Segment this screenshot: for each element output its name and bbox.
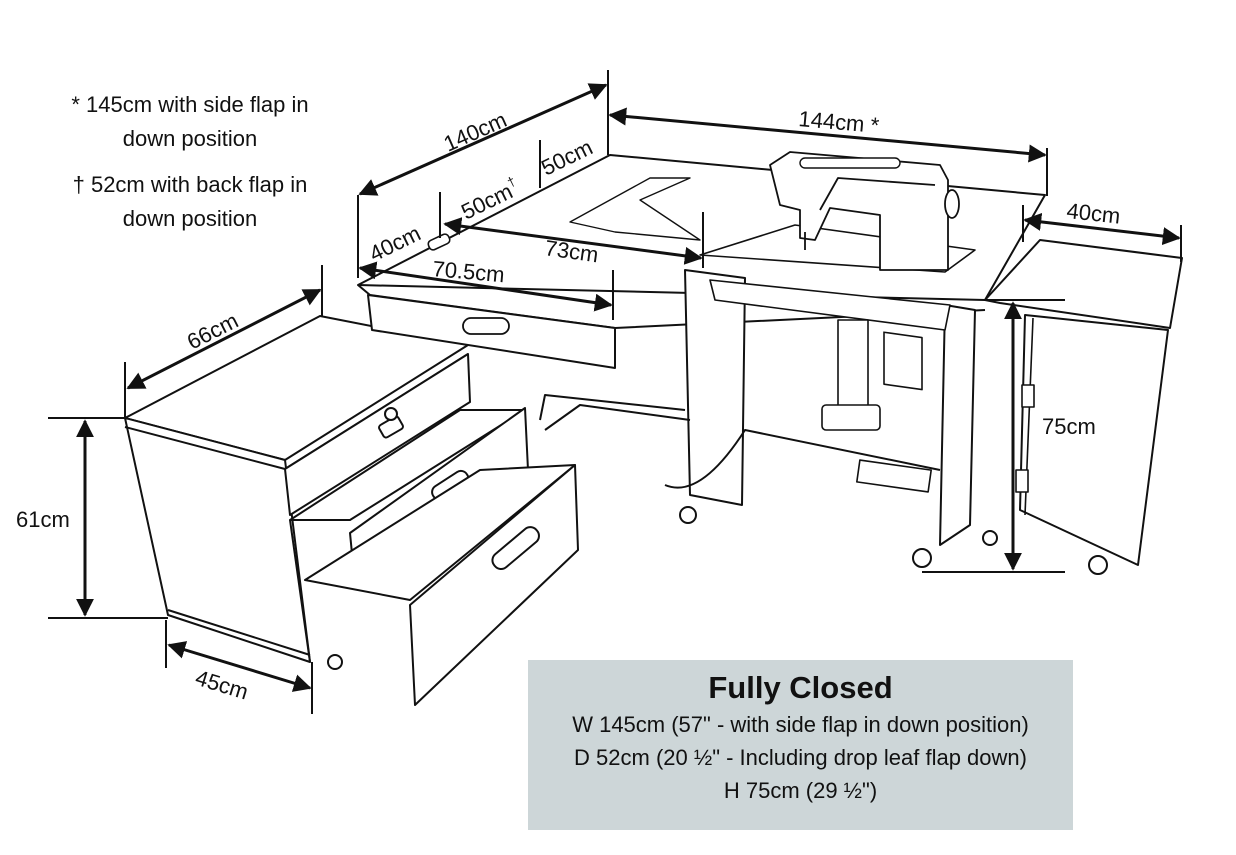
dimension-lines — [48, 70, 1182, 714]
castor-wheel — [327, 654, 343, 670]
lift-frame — [709, 279, 951, 331]
dimension-144 — [608, 107, 1047, 163]
drawer-handle — [462, 317, 510, 335]
dimension-45 — [167, 641, 312, 692]
key-lock-icon — [378, 415, 404, 439]
castor-wheel — [912, 548, 932, 568]
castor-wheel — [679, 506, 697, 524]
top-drawer — [284, 353, 471, 516]
back-flap-note: † 52cm with back flap in down position — [40, 168, 340, 236]
castor-wheel — [1088, 555, 1108, 575]
lift-column — [837, 319, 869, 421]
info-width: W 145cm (57" - with side flap in down po… — [572, 712, 1029, 737]
side-flap-note-line-2: down position — [122, 126, 258, 151]
dimension-40-flap — [1023, 212, 1181, 246]
fully-closed-info-box: Fully Closed W 145cm (57" - with side fl… — [528, 660, 1073, 830]
castor-wheel — [982, 530, 998, 546]
label-61: 61cm — [16, 507, 70, 532]
dimension-70-5 — [358, 261, 613, 312]
label-40-flap: 40cm — [1065, 198, 1121, 228]
dimension-73 — [443, 217, 703, 265]
dimension-140 — [358, 83, 608, 196]
drawer-handle — [491, 526, 540, 570]
bottom-drawer — [409, 464, 579, 706]
table-leg-left — [684, 269, 746, 506]
info-depth: D 52cm (20 ½" - Including drop leaf flap… — [574, 745, 1027, 770]
label-45: 45cm — [193, 665, 252, 705]
label-66: 66cm — [183, 308, 242, 355]
back-flap-note-line-2: down position — [122, 206, 258, 231]
base-rail — [664, 429, 941, 489]
table-leg-right — [939, 304, 976, 546]
side-flap-support — [1019, 314, 1169, 566]
info-title: Fully Closed — [708, 670, 893, 705]
sewing-machine-icon — [769, 151, 960, 391]
side-flap-note: * 145cm with side flap in down position — [40, 88, 340, 156]
dimension-66 — [126, 288, 322, 390]
storage-cabinet — [124, 315, 579, 706]
label-140: 140cm — [440, 107, 511, 157]
label-75: 75cm — [1042, 414, 1096, 439]
info-height: H 75cm (29 ½") — [723, 778, 878, 803]
back-flap-note-line-1: † 52cm with back flap in — [72, 172, 308, 197]
side-flap — [984, 239, 1183, 329]
side-flap-note-line-1: * 145cm with side flap in — [71, 92, 309, 117]
